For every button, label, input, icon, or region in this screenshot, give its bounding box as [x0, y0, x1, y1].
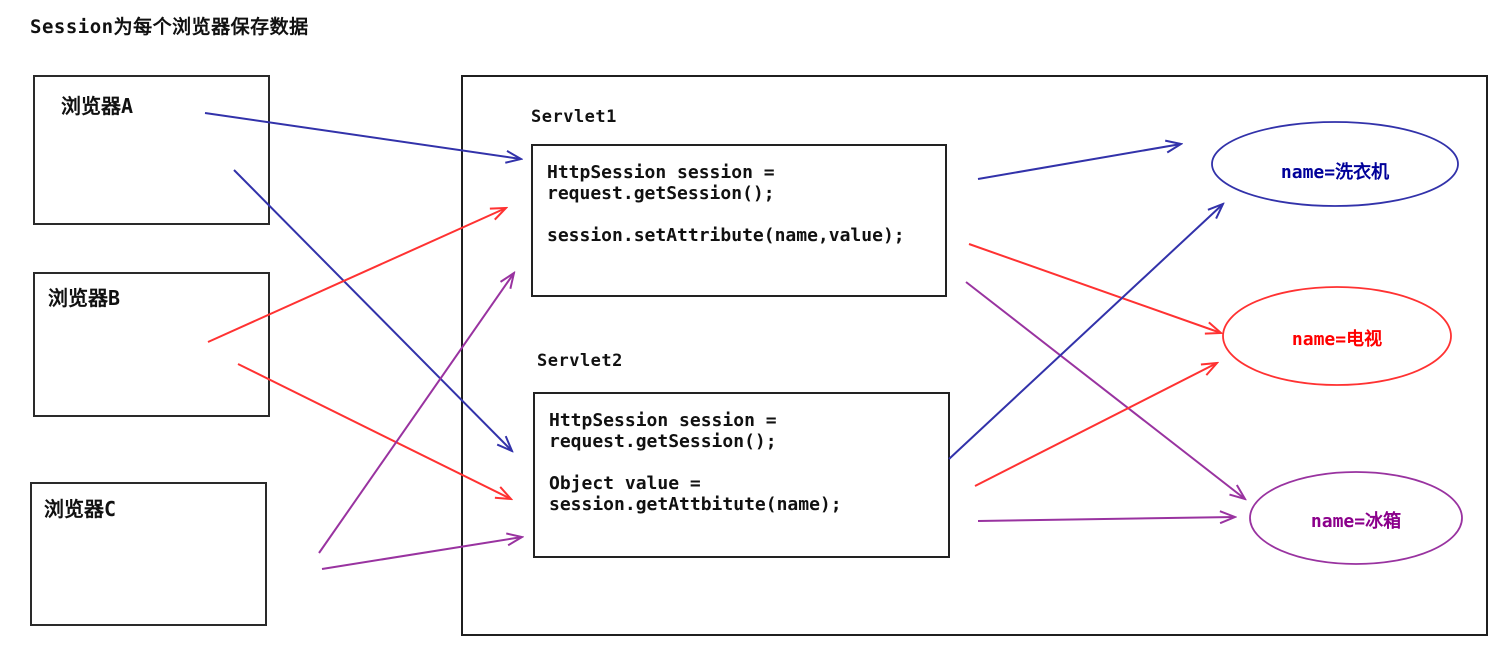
session-value-tv: name=电视 — [1291, 329, 1383, 350]
servlet1-label: Servlet1 — [531, 107, 617, 127]
browser-c-box: 浏览器C — [30, 482, 267, 626]
session-value-washing-machine: name=洗衣机 — [1280, 162, 1390, 183]
servlet2-box: HttpSession session = request.getSession… — [533, 392, 950, 558]
servlet1-code: HttpSession session = request.getSession… — [547, 162, 905, 246]
servlet2-code: HttpSession session = request.getSession… — [549, 410, 842, 515]
browser-b-box: 浏览器B — [33, 272, 270, 417]
browser-a-box: 浏览器A — [33, 75, 270, 225]
browser-b-label: 浏览器B — [48, 286, 121, 310]
browser-a-label: 浏览器A — [61, 94, 134, 118]
diagram-title: Session为每个浏览器保存数据 — [30, 16, 309, 38]
browser-c-label: 浏览器C — [44, 497, 117, 521]
session-value-fridge: name=冰箱 — [1310, 511, 1402, 532]
servlet2-label: Servlet2 — [537, 351, 623, 371]
servlet1-box: HttpSession session = request.getSession… — [531, 144, 947, 297]
